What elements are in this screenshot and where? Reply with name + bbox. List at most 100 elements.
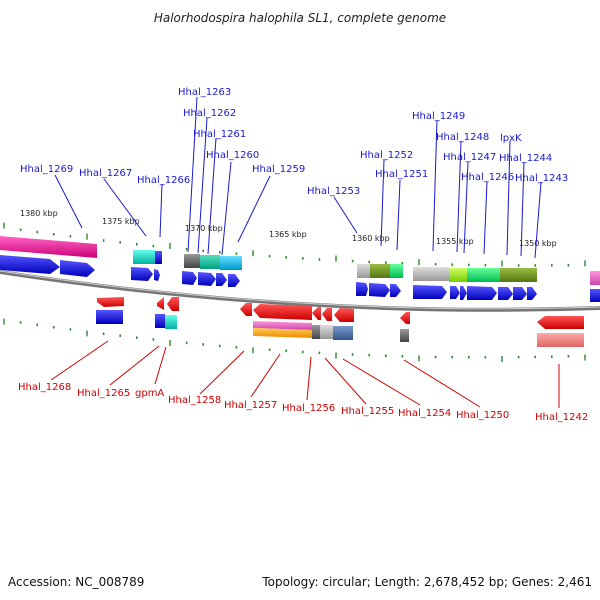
label-hhal-1243: Hhal_1243 bbox=[515, 173, 568, 184]
feature-cyan-block-b bbox=[165, 315, 177, 329]
genome-backbone-highlight bbox=[0, 270, 600, 310]
feature-sky-block bbox=[220, 256, 242, 270]
gene-hhal-1247 bbox=[460, 286, 467, 300]
gene-hhal-1266-b bbox=[154, 269, 160, 281]
feature-olive-block-a bbox=[370, 264, 390, 278]
feature-cyan-block bbox=[133, 250, 155, 264]
gene-hhal-1242 bbox=[537, 316, 584, 329]
gene-hhal-1244 bbox=[513, 287, 527, 300]
label-hhal-1249: Hhal_1249 bbox=[412, 111, 465, 122]
feature-steel-block bbox=[333, 326, 353, 340]
kbp-label-1355: 1355 kbp bbox=[436, 237, 474, 246]
feature-magenta-bar bbox=[253, 321, 312, 330]
scale-ticks-top bbox=[3, 222, 586, 267]
gene-hhal-1253 bbox=[390, 284, 401, 297]
label-hhal-1242: Hhal_1242 bbox=[535, 412, 588, 423]
feature-lilac-block bbox=[590, 271, 600, 285]
label-hhal-1269: Hhal_1269 bbox=[20, 164, 73, 175]
gene-hhal-1266 bbox=[131, 267, 153, 281]
label-hhal-1258: Hhal_1258 bbox=[168, 395, 221, 406]
label-lpxk: lpxK bbox=[500, 133, 522, 144]
gene-hhal-1265-fwd bbox=[96, 310, 123, 324]
label-gpma: gpmA bbox=[135, 388, 164, 399]
kbp-label-1375: 1375 kbp bbox=[102, 217, 140, 226]
gene-hhal-1251 bbox=[369, 283, 390, 297]
label-hhal-1265: Hhal_1265 bbox=[77, 388, 130, 399]
feature-gray-block-c bbox=[312, 325, 320, 339]
scale-ticks-bottom bbox=[3, 318, 586, 362]
label-hhal-1259: Hhal_1259 bbox=[252, 164, 305, 175]
gene-hhal-1268 bbox=[97, 297, 124, 307]
feature-lightgray-block-c bbox=[320, 325, 333, 339]
gene-hhal-1265 bbox=[157, 297, 164, 310]
gene-hhal-1256 bbox=[312, 307, 321, 320]
label-hhal-1254: Hhal_1254 bbox=[398, 408, 451, 419]
feature-orange-bar bbox=[253, 328, 312, 338]
feature-green-block-a bbox=[390, 264, 403, 278]
gene-hhal-1255 bbox=[322, 308, 332, 321]
kbp-label-1380: 1380 kbp bbox=[20, 209, 58, 218]
gene-hhal-1266-a bbox=[155, 251, 162, 264]
gene-gpma bbox=[167, 297, 179, 311]
kbp-label-1370: 1370 kbp bbox=[185, 224, 223, 233]
feature-lightgray-block-b bbox=[413, 267, 449, 281]
map-title: Halorhodospira halophila SL1, complete g… bbox=[154, 11, 446, 25]
forward-genes bbox=[0, 251, 600, 328]
label-hhal-1244: Hhal_1244 bbox=[499, 153, 552, 164]
feature-olive-block-b bbox=[500, 268, 537, 282]
feature-row-top bbox=[0, 236, 600, 285]
label-hhal-1252: Hhal_1252 bbox=[360, 150, 413, 161]
feature-lime-block bbox=[449, 268, 467, 282]
label-hhal-1257: Hhal_1257 bbox=[224, 400, 277, 411]
genome-backbone bbox=[0, 270, 600, 312]
kbp-label-1360: 1360 kbp bbox=[352, 234, 390, 243]
feature-darkgray-block bbox=[184, 254, 200, 268]
scale-labels: 1380 kbp 1375 kbp 1370 kbp 1365 kbp 1360… bbox=[20, 209, 557, 248]
feature-gray-block-d bbox=[400, 329, 409, 342]
top-labels: Hhal_1263 Hhal_1262 Hhal_1261 Hhal_1260 … bbox=[20, 87, 568, 197]
label-hhal-1255: Hhal_1255 bbox=[341, 406, 394, 417]
label-hhal-1262: Hhal_1262 bbox=[183, 108, 236, 119]
gene-hhal-1246 bbox=[467, 286, 497, 300]
feature-salmon-block bbox=[537, 333, 584, 347]
feature-pink-bar bbox=[0, 236, 97, 258]
gene-hhal-1243 bbox=[527, 287, 537, 300]
gene-hhal-1260 bbox=[228, 274, 240, 287]
top-leader-lines bbox=[54, 96, 542, 259]
label-hhal-1253: Hhal_1253 bbox=[307, 186, 360, 197]
bottom-labels: Hhal_1268 Hhal_1265 gpmA Hhal_1258 Hhal_… bbox=[18, 382, 588, 423]
gene-gpma-fwd bbox=[155, 314, 165, 328]
feature-row-bottom bbox=[165, 315, 584, 347]
label-hhal-1266: Hhal_1266 bbox=[137, 175, 190, 186]
gene-hhal-1269 bbox=[0, 255, 60, 274]
kbp-label-1365: 1365 kbp bbox=[269, 230, 307, 239]
kbp-label-1350: 1350 kbp bbox=[519, 239, 557, 248]
gene-hhal-1261 bbox=[216, 273, 227, 286]
feature-teal-block bbox=[200, 255, 220, 269]
label-hhal-1250: Hhal_1250 bbox=[456, 410, 509, 421]
gene-hhal-1262 bbox=[198, 272, 216, 286]
feature-lightgray-block-a bbox=[357, 264, 370, 278]
gene-hhal-1241 bbox=[590, 289, 600, 302]
label-hhal-1256: Hhal_1256 bbox=[282, 403, 335, 414]
gene-hhal-1257 bbox=[253, 304, 312, 320]
gene-hhal-1258 bbox=[240, 303, 252, 316]
label-hhal-1246: Hhal_1246 bbox=[461, 172, 514, 183]
feature-green-block-b bbox=[467, 268, 500, 282]
label-hhal-1268: Hhal_1268 bbox=[18, 382, 71, 393]
genome-summary-text: Topology: circular; Length: 2,678,452 bp… bbox=[261, 575, 592, 589]
label-hhal-1267: Hhal_1267 bbox=[79, 168, 132, 179]
gene-hhal-1250 bbox=[400, 312, 410, 324]
gene-lpxk bbox=[498, 287, 513, 300]
gene-hhal-1263 bbox=[182, 271, 197, 285]
label-hhal-1263: Hhal_1263 bbox=[178, 87, 231, 98]
label-hhal-1251: Hhal_1251 bbox=[375, 169, 428, 180]
label-hhal-1261: Hhal_1261 bbox=[193, 129, 246, 140]
gene-hhal-1252 bbox=[356, 282, 368, 296]
bottom-leader-lines bbox=[50, 340, 560, 408]
reverse-genes bbox=[97, 297, 584, 329]
gene-hhal-1249 bbox=[413, 285, 447, 299]
label-hhal-1248: Hhal_1248 bbox=[436, 132, 489, 143]
gene-hhal-1254 bbox=[334, 308, 354, 322]
